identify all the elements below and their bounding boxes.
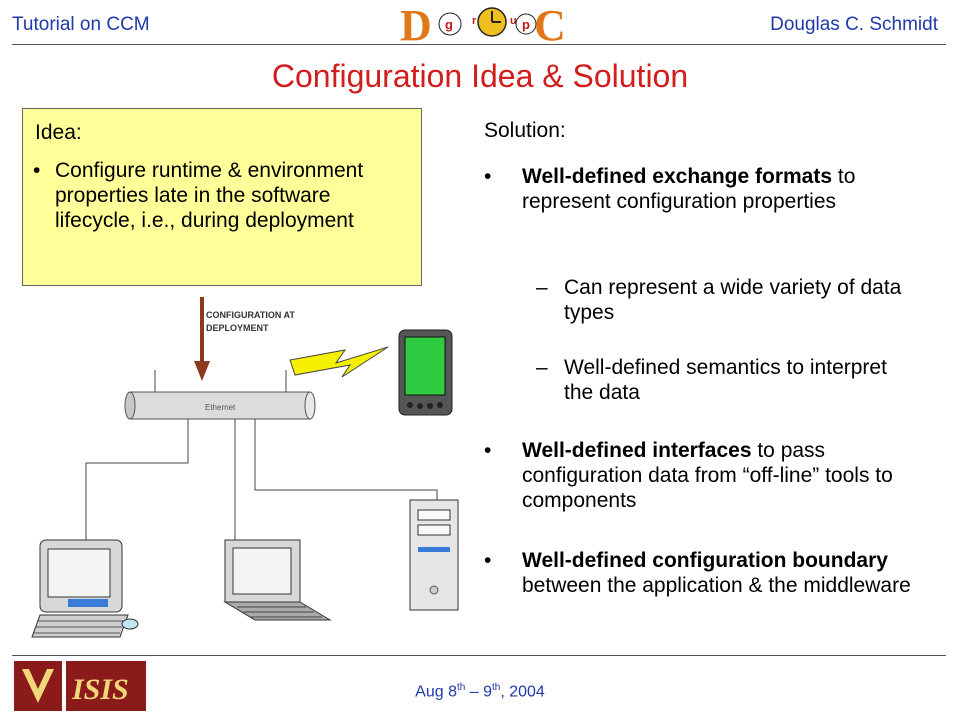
dash-marker: –	[536, 276, 548, 299]
footer-logos: ISIS	[14, 661, 146, 711]
desktop-computer-icon	[31, 539, 139, 638]
isis-logo-icon	[66, 661, 146, 711]
header-author: Douglas C. Schmidt	[770, 14, 938, 35]
idea-bullet: Configure runtime & environment properti…	[55, 159, 364, 232]
footer-date: Aug 8th – 9th, 2004	[415, 682, 545, 701]
solution-item: Well-defined exchange formats to represe…	[522, 165, 856, 213]
slide-title: Configuration Idea & Solution	[271, 58, 689, 94]
laptop-icon	[223, 539, 332, 621]
bullet-dot: •	[484, 549, 492, 572]
bullet-dot: •	[484, 439, 492, 462]
solution-item: Well-defined configuration boundary betw…	[522, 549, 911, 597]
logo-letter-o: o	[486, 26, 487, 28]
arrow-label-2: DEPLOYMENT	[206, 323, 269, 333]
logo-letter-c: C	[534, 2, 566, 46]
logo-letter-u: u	[510, 15, 517, 27]
arrow-label-1: CONFIGURATION AT	[206, 310, 295, 320]
dash-marker: –	[536, 356, 548, 379]
config-arrowhead	[194, 361, 210, 381]
header-divider	[12, 44, 946, 45]
network-label: Ethernet	[205, 403, 236, 412]
idea-box: Idea: • Configure runtime & environment …	[22, 108, 422, 286]
logo-letter-p: p	[522, 17, 530, 32]
solution-heading: Solution:	[484, 119, 566, 142]
logo-letter-g: g	[445, 17, 453, 32]
isis-logo-text: ISIS	[71, 673, 129, 706]
wireless-bolt-icon	[289, 346, 389, 378]
deployment-diagram: CONFIGURATION AT DEPLOYMENT Ethernet	[31, 297, 459, 638]
doc-group-logo: D g r o u p C	[400, 2, 566, 46]
solution-subitem: Can represent a wide variety of data typ…	[564, 276, 902, 324]
idea-heading: Idea:	[35, 121, 82, 144]
header-left-title: Tutorial on CCM	[12, 14, 150, 35]
pda-icon	[398, 329, 453, 416]
solution-subitem: Well-defined semantics to interpret the …	[564, 356, 887, 404]
bullet-dot: •	[484, 165, 492, 188]
server-tower-icon	[409, 499, 459, 611]
footer-divider	[12, 655, 946, 656]
logo-letter-d: D	[400, 2, 432, 46]
solution-item: Well-defined interfaces to pass configur…	[522, 439, 893, 512]
logo-letter-r: r	[472, 15, 477, 27]
bullet-dot: •	[33, 159, 41, 182]
